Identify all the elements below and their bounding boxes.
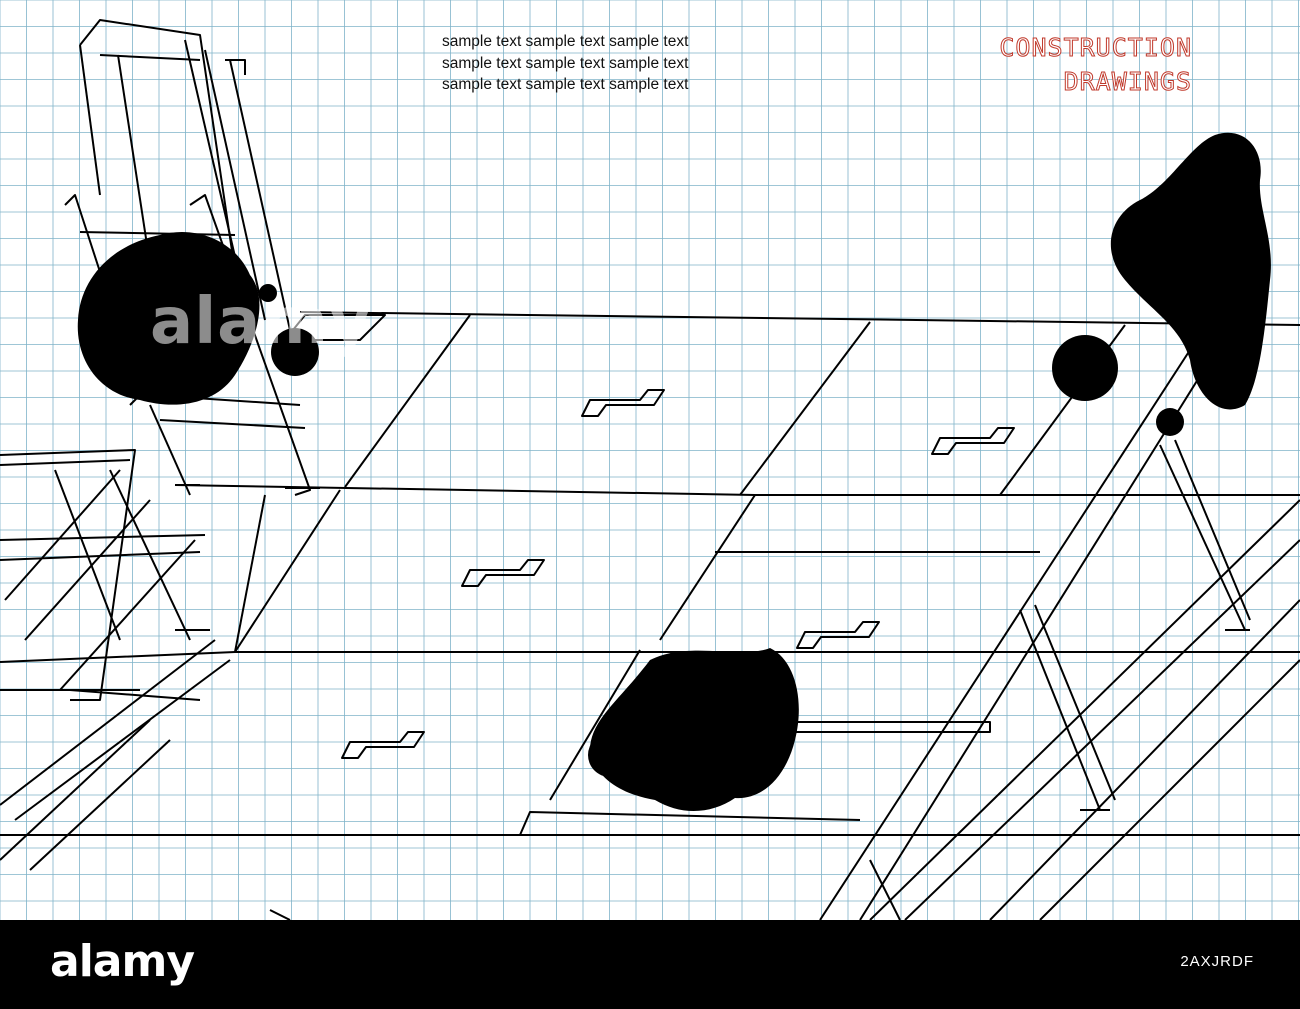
z-bracket-symbol — [796, 621, 880, 649]
image-code: 2AXJRDF — [1180, 953, 1254, 970]
handrail — [14, 659, 231, 821]
slab-seam — [234, 489, 341, 653]
ink-splatter — [588, 733, 632, 777]
ink-splatter — [259, 284, 277, 302]
steel-column — [204, 49, 266, 321]
braced-frame — [159, 419, 306, 429]
handrail — [0, 639, 216, 806]
steel-column — [229, 59, 291, 331]
handrail — [0, 534, 206, 541]
walkway-rail — [904, 539, 1300, 920]
walkway-rail — [869, 859, 901, 920]
slab-seam — [549, 649, 641, 801]
walkway-rail — [859, 359, 1211, 920]
slab-seam — [659, 494, 756, 641]
walkway-rail — [1034, 604, 1116, 801]
construction-drawing — [0, 19, 1300, 920]
sample-text-line: sample text sample text sample text — [442, 76, 689, 93]
z-bracket-symbol — [931, 427, 1015, 455]
ink-splatter — [1110, 132, 1271, 410]
ink-splatter — [1156, 408, 1184, 436]
slab-seam — [739, 321, 871, 496]
handrail — [0, 459, 131, 466]
handrail — [4, 469, 121, 601]
watermark: alamy — [150, 285, 372, 359]
walkway-rail — [989, 599, 1300, 920]
walkway-rail — [1019, 609, 1101, 811]
handrail — [29, 739, 171, 871]
braced-frame — [79, 231, 236, 236]
sample-text-block: sample text sample text sample text samp… — [442, 31, 688, 96]
ink-splatter — [590, 648, 799, 812]
rail-bar — [770, 721, 991, 733]
drawing-title: CONSTRUCTION DRAWINGS — [999, 31, 1192, 99]
z-bracket-symbol — [341, 731, 425, 759]
steel-column — [79, 44, 101, 196]
walkway-rail — [869, 499, 1300, 920]
drawing-canvas: sample text sample text sample text samp… — [0, 0, 1300, 920]
stock-footer-bar: alamy 2AXJRDF — [0, 920, 1300, 1009]
title-line-drawings: DRAWINGS — [1063, 67, 1192, 97]
walkway-rail — [1159, 444, 1246, 631]
ink-splatter — [271, 328, 319, 376]
z-bracket-symbol — [581, 389, 665, 417]
steel-bracket — [225, 59, 246, 75]
alamy-logo: alamy — [50, 936, 195, 987]
handrail — [24, 499, 151, 641]
handrail — [69, 689, 201, 701]
sample-text-line: sample text sample text sample text — [442, 33, 689, 50]
title-line-construction: CONSTRUCTION — [999, 33, 1192, 63]
slab-seam — [234, 494, 266, 653]
handrail — [59, 539, 196, 691]
z-bracket-symbol — [461, 559, 545, 587]
steel-column — [99, 54, 201, 61]
ink-splatter — [1052, 335, 1118, 401]
walkway-rail — [269, 909, 291, 920]
sample-text-line: sample text sample text sample text — [442, 54, 689, 72]
step-edge — [519, 811, 861, 836]
handrail — [109, 469, 191, 641]
braced-frame — [149, 404, 191, 496]
ink-splatter — [77, 231, 260, 405]
handrail — [0, 719, 151, 861]
handrail — [54, 469, 121, 641]
braced-frame — [189, 194, 311, 496]
ink-splatters — [77, 132, 1271, 812]
walkway-rail — [1039, 659, 1300, 920]
slab-edge — [299, 311, 1300, 326]
handrail — [0, 449, 136, 701]
slab-seam — [344, 314, 471, 488]
walkway-rail — [1174, 439, 1251, 621]
walkway-rail — [819, 349, 1191, 920]
